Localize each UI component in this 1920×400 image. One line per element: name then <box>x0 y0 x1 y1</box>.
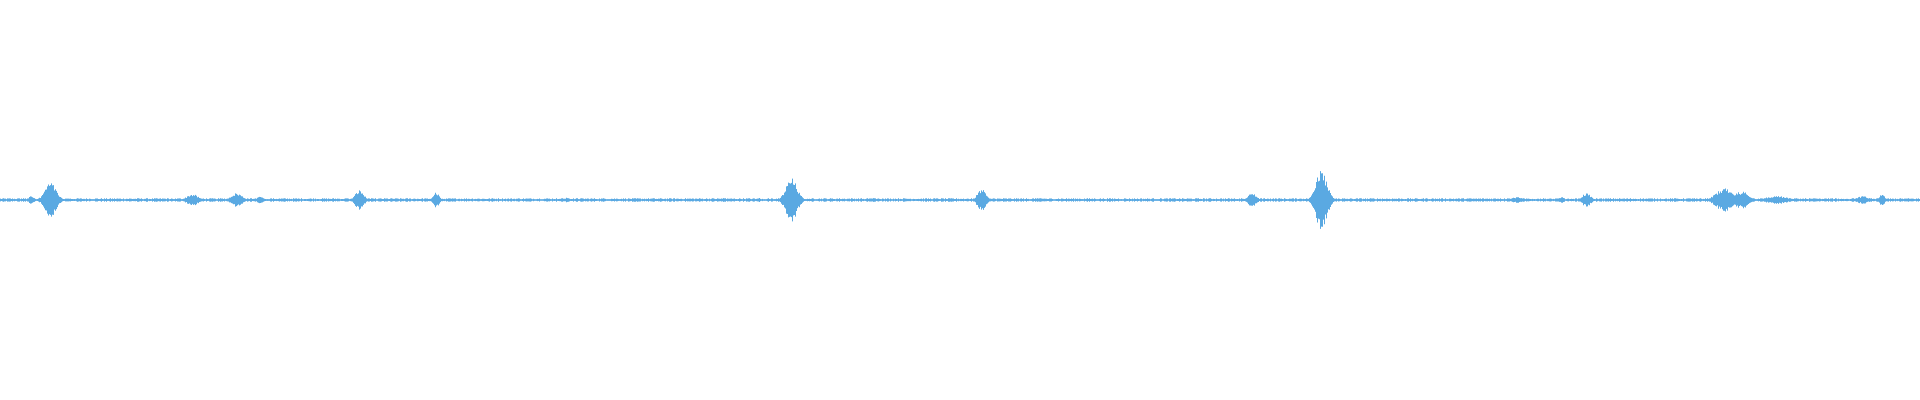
waveform-bars <box>0 171 1920 229</box>
waveform-amplitude-bars <box>0 171 1920 229</box>
